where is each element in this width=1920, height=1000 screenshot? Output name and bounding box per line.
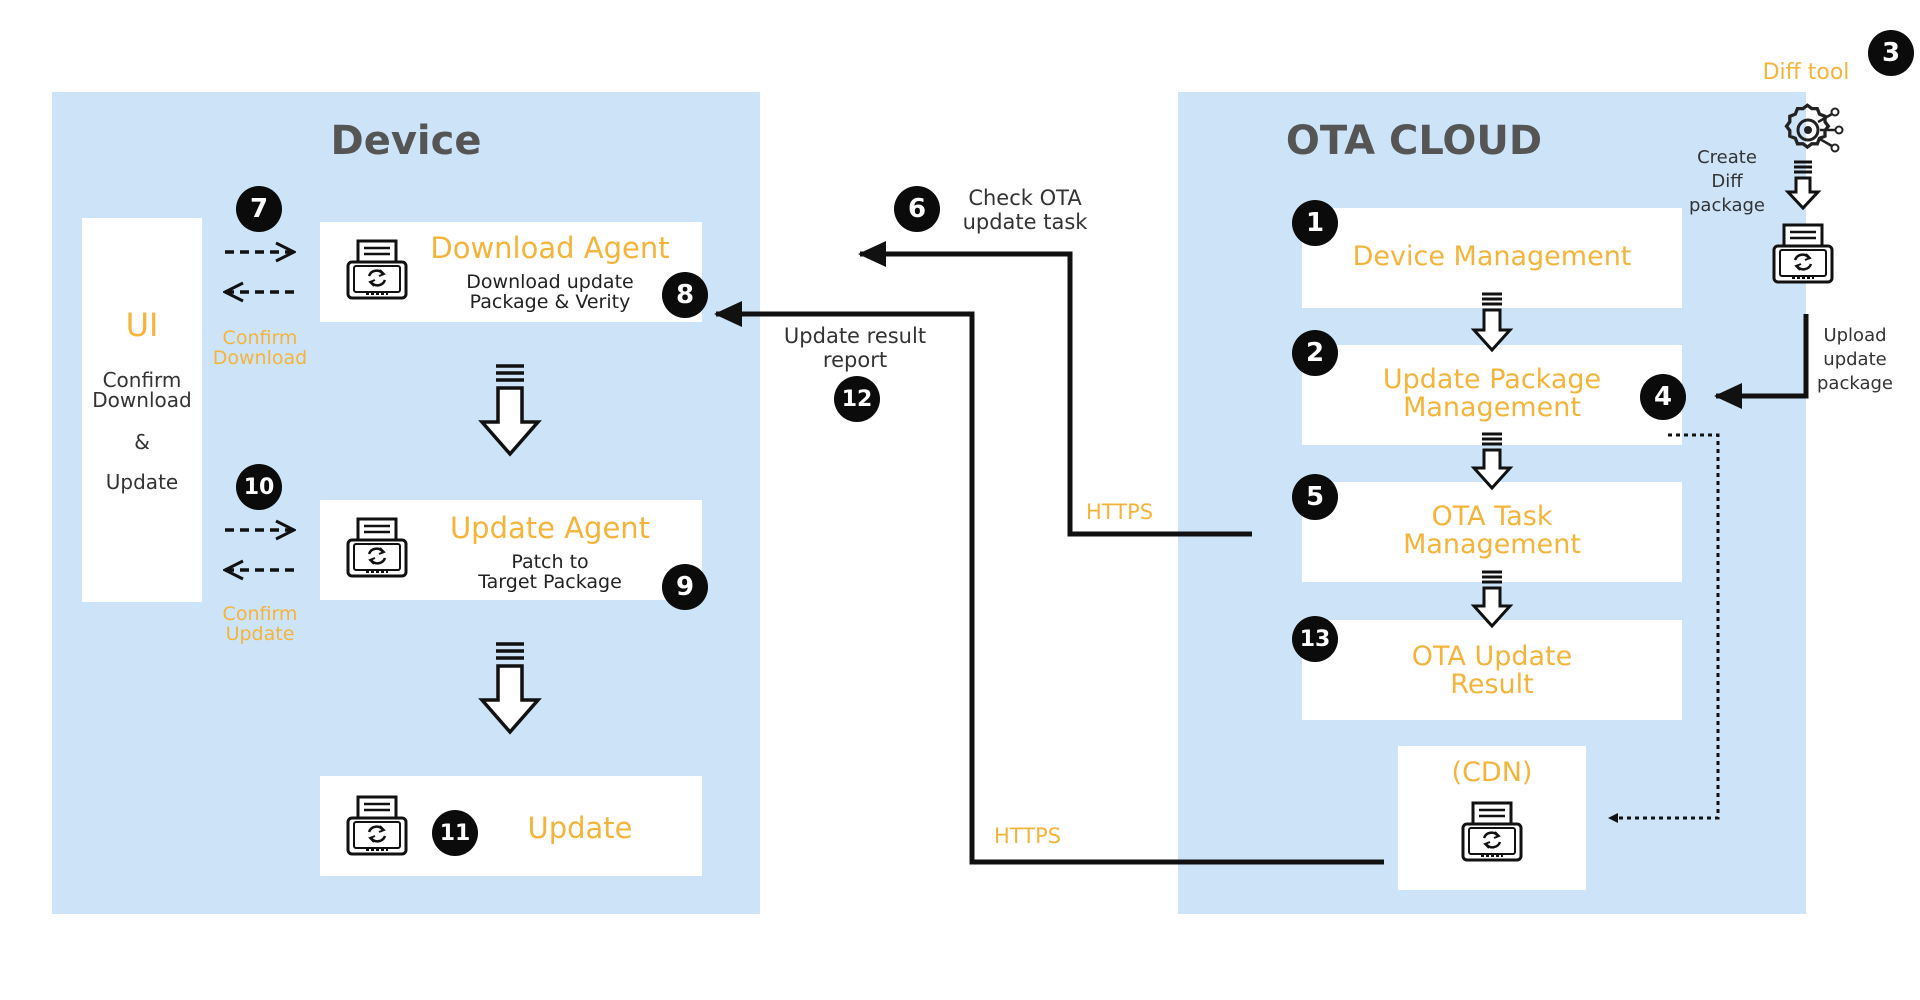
package-icon [344, 794, 410, 862]
cdn-box: (CDN) [1398, 746, 1586, 890]
badge-9: 9 [662, 564, 708, 610]
device-down-arrow-1 [478, 364, 542, 457]
confirm-download-line1: Confirm [222, 327, 298, 349]
create-diff-line3: package [1689, 195, 1765, 216]
update-agent-sub1: Patch to [511, 551, 589, 573]
badge-3: 3 [1868, 30, 1914, 76]
upload-line2: update [1823, 349, 1887, 370]
upload-arrow [1714, 314, 1809, 409]
create-diff-line2: Diff [1711, 171, 1743, 192]
ui-box: UI Confirm Download & Update [82, 218, 202, 602]
update-agent-sub2: Target Package [478, 571, 622, 593]
download-agent-sub1: Download update [466, 271, 634, 293]
check-task-line2: update task [962, 210, 1088, 234]
device-management-title: Device Management [1352, 241, 1632, 272]
package-icon [1770, 222, 1836, 290]
ui-line2: Download [92, 388, 192, 412]
device-down-arrow-2 [478, 642, 542, 735]
package-icon [344, 238, 410, 306]
update-package-management-line2: Management [1403, 392, 1581, 423]
badge-12: 12 [834, 376, 880, 422]
result-report-line2: report [822, 348, 888, 372]
download-agent-title: Download Agent [430, 231, 670, 265]
result-report-line1: Update result [783, 324, 927, 348]
ui-line3: & [134, 430, 150, 454]
ota-update-result-box: OTA Update Result [1302, 620, 1682, 720]
ota-update-result-line1: OTA Update [1411, 641, 1573, 672]
confirm-update-line2: Update [225, 623, 295, 645]
result-report-arrow [714, 301, 1384, 865]
badge-1: 1 [1292, 200, 1338, 246]
badge-7: 7 [236, 186, 282, 232]
confirm-download-arrows [225, 252, 294, 292]
update-agent-title: Update Agent [449, 511, 651, 545]
confirm-download-line2: Download [212, 347, 308, 369]
package-icon [344, 516, 410, 584]
update-package-management-line1: Update Package [1382, 364, 1602, 395]
check-task-line1: Check OTA [968, 186, 1082, 210]
update-agent-box: Update Agent Patch to Target Package [320, 500, 702, 600]
ota-cloud-title: OTA CLOUD [1285, 118, 1543, 164]
ota-task-management-line1: OTA Task [1431, 501, 1553, 532]
badge-6: 6 [894, 186, 940, 232]
https-top-label: HTTPS [1086, 500, 1154, 524]
https-bottom-label: HTTPS [994, 824, 1062, 848]
cloud-down-arrow-3 [1470, 570, 1514, 629]
cloud-down-arrow-1 [1470, 292, 1514, 353]
gear-circuit-icon [1768, 92, 1844, 166]
badge-10: 10 [236, 464, 282, 510]
update-box: Update [320, 776, 702, 876]
upload-line1: Upload [1823, 325, 1887, 346]
check-task-arrow [858, 241, 1252, 537]
cdn-dotted-arrow [1608, 433, 1720, 823]
download-agent-box: Download Agent Download update Package &… [320, 222, 702, 322]
update-title: Update [527, 811, 633, 845]
ui-title: UI [125, 306, 159, 344]
badge-5: 5 [1292, 474, 1338, 520]
badge-13: 13 [1292, 616, 1338, 662]
confirm-update-arrows [225, 530, 294, 570]
package-icon [1459, 800, 1525, 868]
badge-11: 11 [432, 810, 478, 856]
ota-task-management-box: OTA Task Management [1302, 482, 1682, 582]
update-package-management-box: Update Package Management [1302, 345, 1682, 445]
badge-2: 2 [1292, 330, 1338, 376]
cdn-title: (CDN) [1451, 757, 1533, 788]
badge-4: 4 [1640, 374, 1686, 420]
device-title: Device [330, 118, 482, 164]
ota-task-management-line2: Management [1403, 529, 1581, 560]
ui-line4: Update [105, 470, 179, 494]
confirm-update-line1: Confirm [222, 603, 298, 625]
upload-line3: package [1817, 373, 1893, 394]
ota-update-result-line2: Result [1450, 669, 1534, 700]
device-management-box: Device Management [1302, 208, 1682, 308]
diff-tool-title: Diff tool [1762, 60, 1850, 85]
download-agent-sub2: Package & Verity [469, 291, 631, 313]
cloud-down-arrow-2 [1470, 432, 1514, 491]
diff-down-arrow [1784, 160, 1822, 211]
create-diff-line1: Create [1697, 147, 1757, 168]
ui-line1: Confirm [102, 368, 182, 392]
badge-8: 8 [662, 272, 708, 318]
